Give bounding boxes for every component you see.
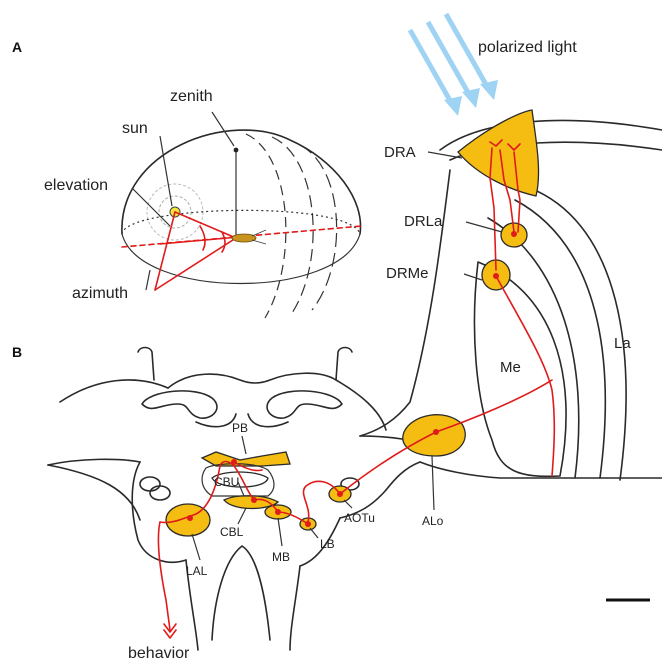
label-drla: DRLa	[404, 213, 443, 230]
label-behavior: behavior	[128, 645, 190, 662]
sky-hemisphere	[122, 112, 362, 318]
label-lb: LB	[320, 537, 335, 551]
label-polarized-light: polarized light	[478, 39, 577, 56]
label-drme: DRMe	[386, 265, 429, 282]
neuropil-regions	[166, 110, 539, 536]
head-outline	[48, 120, 662, 520]
label-pb: PB	[232, 421, 248, 435]
label-sun: sun	[122, 120, 148, 137]
panel-letter-b: B	[12, 344, 22, 360]
label-elevation: elevation	[44, 177, 108, 194]
label-cbl: CBL	[220, 525, 244, 539]
dra-region	[458, 110, 539, 196]
label-lal: LAL	[186, 564, 208, 578]
label-aotu: AOTu	[344, 511, 375, 525]
polarized-light-arrows	[410, 14, 498, 116]
polarization-pathway	[158, 140, 554, 638]
panel-letter-a: A	[12, 39, 22, 55]
label-dra: DRA	[384, 144, 416, 161]
label-azimuth: azimuth	[72, 285, 128, 302]
label-la: La	[614, 335, 631, 352]
label-zenith: zenith	[170, 88, 213, 105]
label-alo: ALo	[422, 514, 444, 528]
label-mb: MB	[272, 550, 290, 564]
alo-region	[403, 415, 465, 456]
label-me: Me	[500, 359, 521, 376]
label-cbu: CBU	[214, 475, 239, 489]
insect-icon	[232, 230, 266, 244]
